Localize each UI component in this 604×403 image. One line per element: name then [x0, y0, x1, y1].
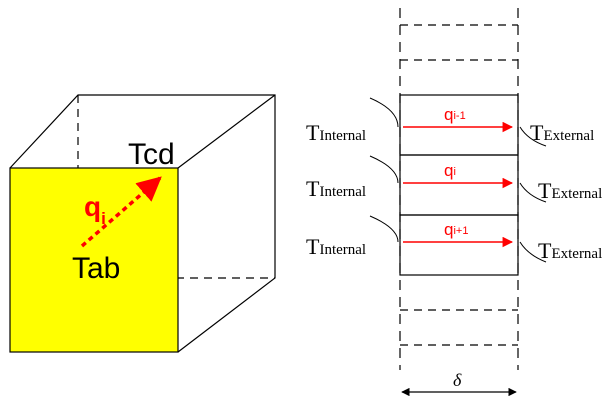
layer-flux-label: qi-1 — [444, 105, 466, 124]
internal-temperature-label: TInternal — [306, 176, 366, 201]
thickness-dimension: δ — [401, 370, 517, 397]
cube-top-front-edge — [177, 94, 276, 169]
external-boundary-curve — [519, 241, 547, 263]
wall-layers — [399, 8, 519, 370]
thickness-label: δ — [453, 370, 462, 390]
internal-temperature-label: TInternal — [306, 120, 366, 145]
internal-boundary-curve — [369, 215, 399, 243]
wall-layer-1 — [399, 94, 519, 156]
layer-row-1: qi-1 TInternal TExternal — [306, 97, 594, 147]
cube-label-tab: Tab — [72, 252, 120, 285]
external-boundary-curve — [519, 126, 547, 147]
wall-layer-3 — [399, 214, 519, 276]
internal-boundary-curve — [369, 155, 399, 184]
layer-flux-label: qi — [444, 161, 456, 180]
external-boundary-curve — [519, 182, 547, 203]
layer-flux-label: qi+1 — [444, 220, 468, 239]
wall-layer-2 — [399, 154, 519, 216]
external-temperature-label: TExternal — [538, 238, 602, 263]
external-temperature-label: TExternal — [538, 178, 602, 203]
layer-row-2: qi TInternal TExternal — [306, 155, 602, 203]
layer-row-3: qi+1 TInternal TExternal — [306, 215, 602, 263]
internal-temperature-label: TInternal — [306, 234, 366, 259]
internal-boundary-curve — [369, 97, 399, 128]
cube-flux-label: qi — [84, 191, 106, 228]
cube: Tcd Tab qi — [9, 94, 276, 353]
external-temperature-label: TExternal — [530, 120, 594, 145]
cube-label-tcd: Tcd — [128, 138, 175, 171]
